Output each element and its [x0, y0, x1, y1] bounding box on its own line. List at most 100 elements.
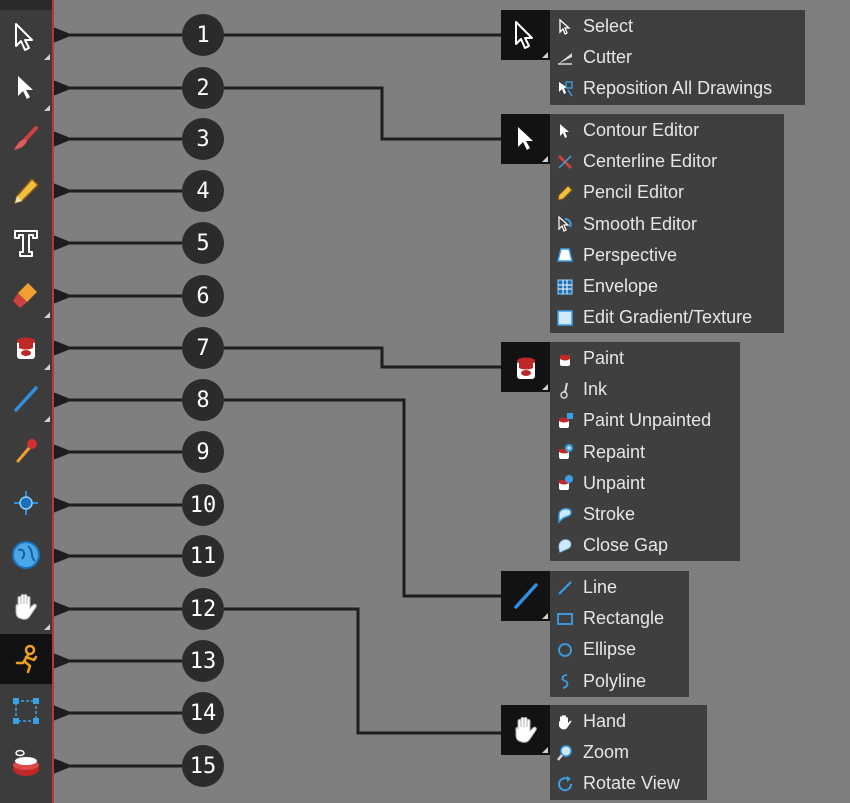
callout-9: 9: [182, 431, 224, 473]
transform-icon: [13, 698, 39, 724]
pencil-icon: [13, 177, 40, 205]
tool-eraser[interactable]: [0, 270, 52, 320]
perspective-icon: [557, 248, 573, 263]
tool-animate[interactable]: [0, 634, 52, 684]
unpaint-icon: [559, 475, 573, 491]
menu-item-label: Hand: [583, 711, 627, 732]
menu-item-ellipse[interactable]: Ellipse: [550, 634, 689, 665]
menu-item-label: Cutter: [583, 47, 633, 68]
menu-item-perspective[interactable]: Perspective: [550, 240, 784, 271]
ink-icon: [560, 382, 568, 399]
zoom-icon: [557, 745, 572, 761]
menu-item-rectangle[interactable]: Rectangle: [550, 603, 689, 634]
popup-paint-head[interactable]: [501, 342, 550, 392]
menu-item-rotate-view[interactable]: Rotate View: [550, 768, 707, 799]
menu-item-zoom[interactable]: Zoom: [550, 737, 707, 768]
select-menu: Select Cutter Reposition All Drawings: [550, 10, 805, 105]
gradient-icon: [557, 309, 573, 326]
centerline-icon: [557, 154, 573, 169]
reposition-icon: [559, 81, 573, 97]
tool-toolbar: [0, 0, 54, 803]
menu-item-stroke[interactable]: Stroke: [550, 499, 740, 530]
submenu-indicator: [542, 613, 548, 619]
tool-morph[interactable]: [0, 530, 52, 580]
popup-contour-head[interactable]: [501, 114, 550, 164]
callout-2: 2: [182, 67, 224, 109]
tool-text[interactable]: [0, 218, 52, 268]
menu-item-label: Polyline: [583, 670, 647, 691]
eraser-icon: [13, 283, 37, 308]
hand-icon: [559, 714, 572, 730]
menu-item-edit-gradient-texture[interactable]: Edit Gradient/Texture: [550, 302, 784, 333]
tool-line[interactable]: [0, 374, 52, 424]
menu-item-envelope[interactable]: Envelope: [550, 271, 784, 302]
tool-paint-pot[interactable]: [0, 738, 52, 788]
submenu-indicator: [44, 416, 50, 422]
menu-item-label: Rotate View: [583, 773, 680, 794]
tool-paint[interactable]: [0, 322, 52, 372]
menu-item-close-gap[interactable]: Close Gap: [550, 530, 740, 561]
text-icon: [14, 230, 38, 257]
contour-arrow-icon: [518, 127, 533, 150]
paint-pot-icon: [13, 749, 39, 776]
submenu-indicator: [542, 384, 548, 390]
callout-11: 11: [182, 535, 224, 577]
menu-item-label: Paint: [583, 348, 625, 369]
callout-10: 10: [182, 484, 224, 526]
smooth-editor-icon: [558, 215, 572, 232]
submenu-indicator: [44, 105, 50, 111]
rectangle-icon: [557, 612, 573, 625]
menu-item-label: Close Gap: [583, 535, 669, 556]
menu-item-paint-unpainted[interactable]: Paint Unpainted: [550, 405, 740, 436]
tool-hand[interactable]: [0, 582, 52, 632]
menu-item-smooth-editor[interactable]: Smooth Editor: [550, 209, 784, 240]
tool-pivot[interactable]: [0, 478, 52, 528]
menu-item-label: Unpaint: [583, 472, 646, 493]
menu-item-centerline-editor[interactable]: Centerline Editor: [550, 146, 784, 177]
menu-item-label: Perspective: [583, 244, 678, 265]
menu-item-unpaint[interactable]: Unpaint: [550, 468, 740, 499]
tool-contour-editor[interactable]: [0, 63, 52, 113]
tool-transform[interactable]: [0, 686, 52, 736]
menu-item-contour-editor[interactable]: Contour Editor: [550, 115, 784, 146]
menu-item-label: Paint Unpainted: [583, 410, 712, 431]
menu-item-label: Envelope: [583, 276, 659, 297]
line-icon: [14, 386, 38, 412]
callout-1: 1: [182, 14, 224, 56]
submenu-indicator: [542, 156, 548, 162]
menu-item-label: Pencil Editor: [583, 182, 685, 203]
callout-5: 5: [182, 222, 224, 264]
popup-select-head[interactable]: [501, 10, 550, 60]
callout-6: 6: [182, 275, 224, 317]
menu-item-ink[interactable]: Ink: [550, 374, 740, 405]
line-menu: Line Rectangle Ellipse Polyline: [550, 571, 689, 697]
menu-item-pencil-editor[interactable]: Pencil Editor: [550, 177, 784, 208]
tool-dropper[interactable]: [0, 426, 52, 476]
menu-item-select[interactable]: Select: [550, 11, 805, 42]
callout-15: 15: [182, 745, 224, 787]
paint-bucket-icon: [17, 337, 35, 359]
popup-line-head[interactable]: [501, 571, 550, 621]
submenu-indicator: [542, 52, 548, 58]
contour-arrow-icon: [560, 123, 569, 138]
menu-item-reposition-all-drawings[interactable]: Reposition All Drawings: [550, 73, 805, 104]
paint-menu: Paint Ink Paint Unpainted Repaint Unpain…: [550, 342, 740, 562]
popup-hand-head[interactable]: [501, 705, 550, 755]
menu-item-label: Zoom: [583, 742, 630, 763]
menu-item-repaint[interactable]: Repaint: [550, 437, 740, 468]
menu-item-polyline[interactable]: Polyline: [550, 666, 689, 697]
menu-item-paint[interactable]: Paint: [550, 343, 740, 374]
dropper-icon: [16, 439, 37, 463]
brush-icon: [14, 126, 38, 150]
callout-8: 8: [182, 379, 224, 421]
menu-item-label: Centerline Editor: [583, 151, 718, 172]
tool-brush[interactable]: [0, 114, 52, 164]
menu-item-line[interactable]: Line: [550, 572, 689, 603]
menu-item-label: Ink: [583, 379, 608, 400]
menu-item-label: Ellipse: [583, 639, 637, 660]
menu-item-cutter[interactable]: Cutter: [550, 42, 805, 73]
tool-pencil[interactable]: [0, 166, 52, 216]
submenu-indicator: [44, 312, 50, 318]
menu-item-hand[interactable]: Hand: [550, 706, 707, 737]
tool-select[interactable]: [0, 12, 52, 62]
